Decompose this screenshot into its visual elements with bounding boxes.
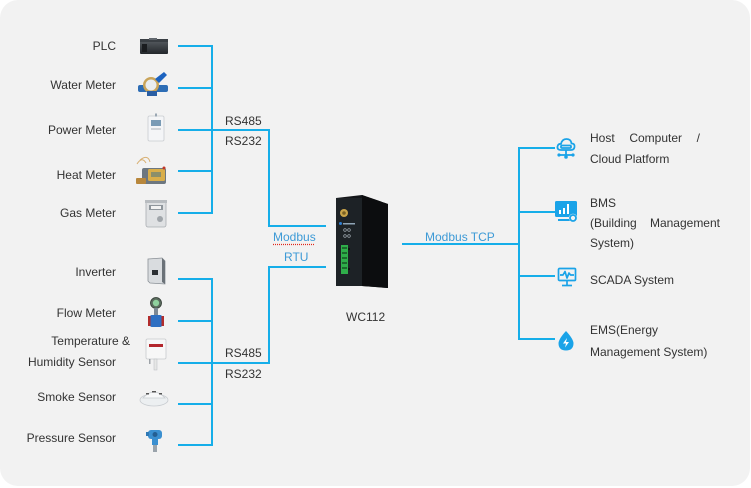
water-meter-icon	[138, 72, 168, 96]
device-label-temp-line2: Humidity Sensor	[27, 355, 116, 369]
smoke-sensor-icon	[139, 391, 169, 407]
device-label-flow-meter: Flow Meter	[56, 306, 116, 320]
upper-bus-label-rs485: RS485	[225, 114, 262, 128]
target-label-bms-line3: System)	[590, 236, 635, 250]
target-label-bms-line2: (Building Management	[590, 216, 720, 230]
scada-monitor-icon	[557, 267, 577, 287]
lower-bus-label-rs485: RS485	[225, 346, 262, 360]
temperature-humidity-sensor-icon	[145, 338, 167, 371]
protocol-out-label: Modbus TCP	[425, 230, 495, 244]
protocol-in-label-modbus: Modbus	[273, 230, 316, 244]
power-meter-icon	[147, 113, 165, 142]
device-label-water-meter: Water Meter	[50, 78, 116, 92]
lower-bus-label-rs232: RS232	[225, 367, 262, 381]
cloud-platform-icon	[556, 138, 576, 159]
target-label-ems-line2: Management System)	[590, 345, 708, 359]
target-label-cloud-line2: Cloud Platform	[590, 152, 670, 166]
bms-dashboard-icon	[555, 201, 578, 223]
protocol-in-label-rtu: RTU	[284, 250, 309, 264]
target-label-ems-line1: EMS(Energy	[590, 323, 659, 337]
device-label-smoke-sensor: Smoke Sensor	[37, 390, 116, 404]
energy-drop-icon	[558, 331, 574, 351]
device-label-temp-line1: Temperature &	[51, 334, 130, 348]
flow-meter-icon	[148, 297, 164, 327]
pressure-sensor-icon	[146, 430, 162, 452]
target-label-cloud-line1: Host Computer /	[590, 131, 700, 145]
device-label-pressure-sensor: Pressure Sensor	[26, 431, 116, 445]
heat-meter-icon	[136, 156, 166, 184]
gas-meter-icon	[145, 200, 167, 228]
target-label-bms-line1: BMS	[590, 196, 617, 210]
device-label-inverter: Inverter	[75, 265, 116, 279]
plc-icon	[140, 38, 168, 54]
upper-bus-label-rs232: RS232	[225, 134, 262, 148]
device-label-gas-meter: Gas Meter	[59, 206, 116, 220]
inverter-icon	[147, 257, 166, 285]
device-label-heat-meter: Heat Meter	[56, 168, 116, 182]
target-label-scada: SCADA System	[590, 273, 675, 287]
device-label-power-meter: Power Meter	[47, 123, 116, 137]
gateway-name-label: WC112	[346, 310, 386, 324]
device-label-plc: PLC	[92, 39, 116, 53]
gateway-device-icon	[336, 195, 388, 288]
